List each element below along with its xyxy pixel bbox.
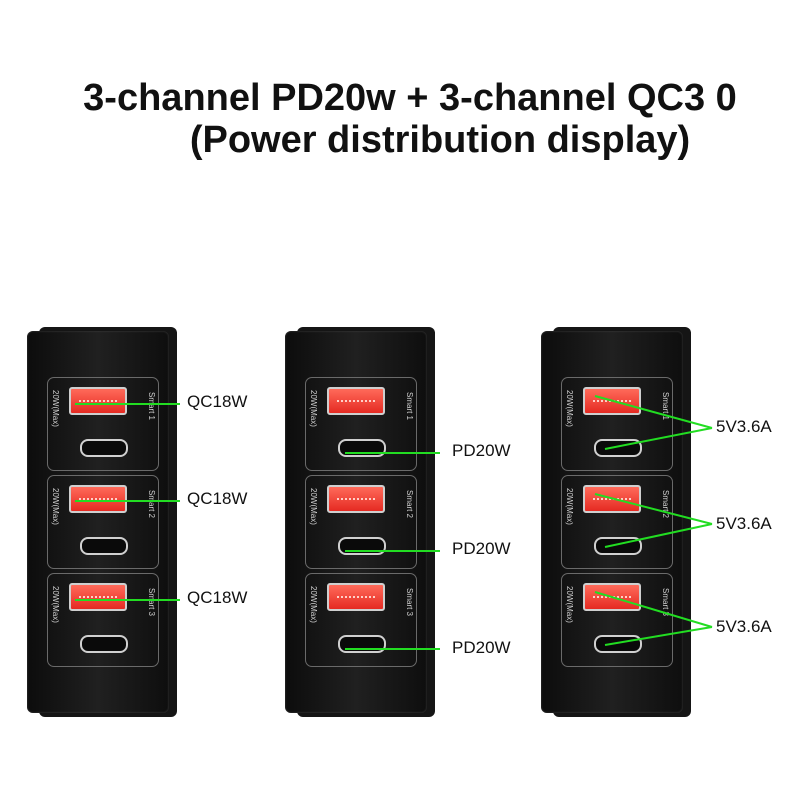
smart-text: Smart 1 (405, 392, 414, 421)
smart-text: Smart 3 (147, 588, 156, 617)
usb-c-port (80, 537, 128, 555)
rating-text: 20W(Max) (309, 586, 318, 623)
title-line-2: (Power distribution display) (189, 119, 691, 161)
connector-line (75, 599, 180, 601)
connector-line (345, 452, 440, 454)
usb-a-port (69, 387, 127, 415)
usb-a-port (327, 583, 385, 611)
rating-text: 20W(Max) (309, 390, 318, 427)
rating-text: 20W(Max) (51, 586, 60, 623)
port-label: 5V3.6A (716, 514, 772, 533)
rating-text: 20W(Max) (565, 488, 574, 525)
port-label: QC18W (187, 489, 248, 508)
port-group-1: 20W(Max) Smart 1 (305, 377, 417, 471)
usb-a-port (69, 583, 127, 611)
rating-text: 20W(Max) (51, 488, 60, 525)
rating-text: 20W(Max) (51, 390, 60, 427)
connector-line (345, 550, 440, 552)
smart-text: Smart 3 (661, 588, 670, 617)
smart-text: Smart 1 (661, 392, 670, 421)
connector-line (75, 403, 180, 405)
rating-text: 20W(Max) (565, 586, 574, 623)
usb-a-port (327, 387, 385, 415)
port-group-1: 20W(Max) Smart 1 (47, 377, 159, 471)
port-label: QC18W (187, 392, 248, 411)
port-label: PD20W (452, 539, 511, 558)
port-label: 5V3.6A (716, 417, 772, 436)
usb-c-port (80, 635, 128, 653)
connector-line (345, 648, 440, 650)
port-group-2: 20W(Max) Smart 2 (47, 475, 159, 569)
smart-text: Smart 2 (661, 490, 670, 519)
port-label: PD20W (452, 638, 511, 657)
connector-line (75, 500, 180, 502)
usb-a-port (69, 485, 127, 513)
title-line-1: 3-channel PD20w + 3-channel QC3 0 (83, 77, 737, 119)
rating-text: 20W(Max) (309, 488, 318, 525)
charger-left: 20W(Max) Smart 1 20W(Max) Smart 2 20W(Ma… (27, 327, 177, 717)
port-label: PD20W (452, 441, 511, 460)
port-label: QC18W (187, 588, 248, 607)
port-group-3: 20W(Max) Smart 3 (47, 573, 159, 667)
port-label: 5V3.6A (716, 617, 772, 636)
usb-c-port (594, 635, 642, 653)
usb-c-port (80, 439, 128, 457)
usb-a-port (327, 485, 385, 513)
smart-text: Smart 2 (405, 490, 414, 519)
smart-text: Smart 2 (147, 490, 156, 519)
smart-text: Smart 1 (147, 392, 156, 421)
charger-right: 20W(Max) Smart 1 20W(Max) Smart 2 20W(Ma… (541, 327, 691, 717)
smart-text: Smart 3 (405, 588, 414, 617)
rating-text: 20W(Max) (565, 390, 574, 427)
